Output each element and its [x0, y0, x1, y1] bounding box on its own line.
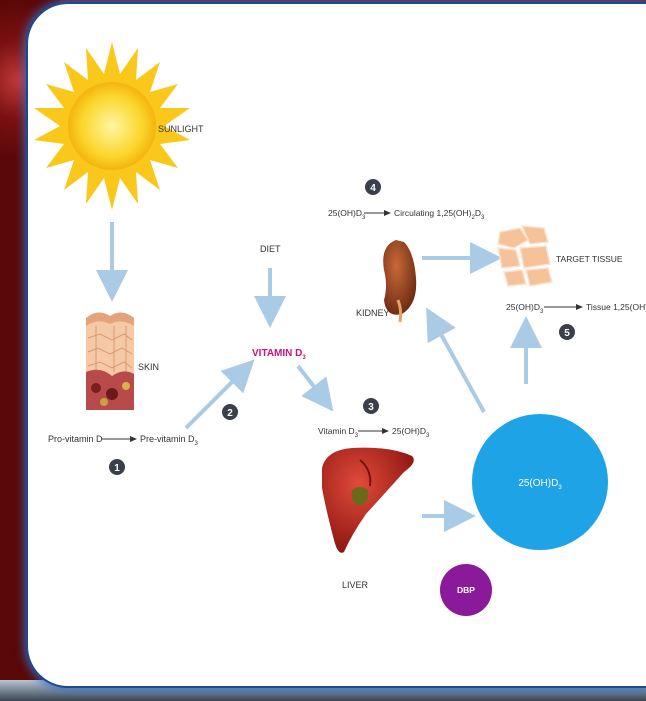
svg-text:5: 5: [564, 328, 570, 339]
arrow-skin-vitamin: [186, 368, 246, 428]
step-badge-4: 4: [365, 179, 381, 195]
sunlight-label: SUNLIGHT: [158, 124, 204, 134]
vitamin-d3-label: VITAMIN D3: [252, 348, 306, 361]
svg-text:1: 1: [114, 463, 120, 474]
target-tissue-label: TARGET TISSUE: [556, 254, 623, 264]
diet-label: DIET: [260, 244, 281, 254]
svg-text:2: 2: [227, 408, 233, 419]
kidney-reaction-right: Circulating 1,25(OH)2D3: [394, 208, 485, 221]
step-badge-5: 5: [559, 324, 575, 340]
kidney-label: KIDNEY: [356, 308, 390, 318]
step-badge-3: 3: [363, 398, 379, 414]
pre-vitamin-label: Pre-vitamin D3: [140, 434, 199, 447]
arrow-circle-kidney: [432, 318, 484, 412]
liver-icon: [322, 448, 414, 553]
svg-text:4: 4: [370, 183, 376, 194]
liver-label: LIVER: [342, 580, 369, 590]
skin-label: SKIN: [138, 362, 159, 372]
step-badge-1: 1: [109, 459, 125, 475]
liver-reaction-left: Vitamin D3: [318, 426, 359, 439]
tissue-reaction-left: 25(OH)D3: [506, 302, 544, 315]
vitamin-d-metabolism-diagram: SUNLIGHT SKIN Pro-vitamin D Pre-vitamin …: [28, 4, 646, 686]
svg-text:3: 3: [368, 402, 374, 413]
liver-reaction-right: 25(OH)D3: [392, 426, 430, 439]
pro-vitamin-label: Pro-vitamin D: [48, 434, 103, 444]
tissue-reaction-right: Tissue 1,25(OH): [586, 302, 646, 312]
step-badge-2: 2: [222, 404, 238, 420]
dbp-label: DBP: [457, 585, 475, 595]
skin-icon: [86, 312, 134, 410]
target-tissue-icon: [498, 226, 552, 286]
kidney-reaction-left: 25(OH)D3: [328, 208, 366, 221]
diagram-panel: SUNLIGHT SKIN Pro-vitamin D Pre-vitamin …: [28, 4, 646, 686]
arrow-vitamin-liver: [298, 366, 326, 402]
